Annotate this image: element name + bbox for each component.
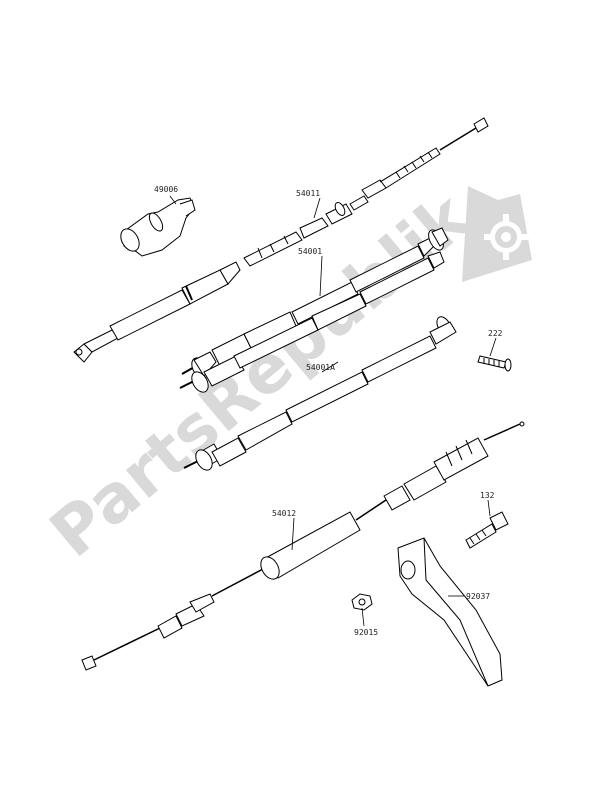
label-54001: 54001 [298,247,322,256]
watermark-gear-icon [462,186,532,282]
part-54011-cable [73,117,489,363]
label-92015: 92015 [354,628,378,637]
part-222-screw [477,355,512,372]
label-54012: 54012 [272,509,296,518]
label-49006: 49006 [154,185,178,194]
part-54012-cable [81,421,525,671]
part-49006-boot [120,197,196,257]
label-54011: 54011 [296,189,320,198]
label-54001A: 54001A [306,363,335,372]
part-132-bolt [465,511,509,549]
part-54001A-cable [179,251,457,471]
part-labels: 49006 54011 54001 54001A 222 54012 132 9… [154,185,503,637]
label-132: 132 [480,491,495,500]
label-222: 222 [488,329,503,338]
part-92037-bracket [397,537,503,687]
part-92015-nut [351,593,373,611]
label-92037: 92037 [466,592,490,601]
watermark-text: PartsRepublik [36,177,486,572]
leader-lines [169,195,497,627]
